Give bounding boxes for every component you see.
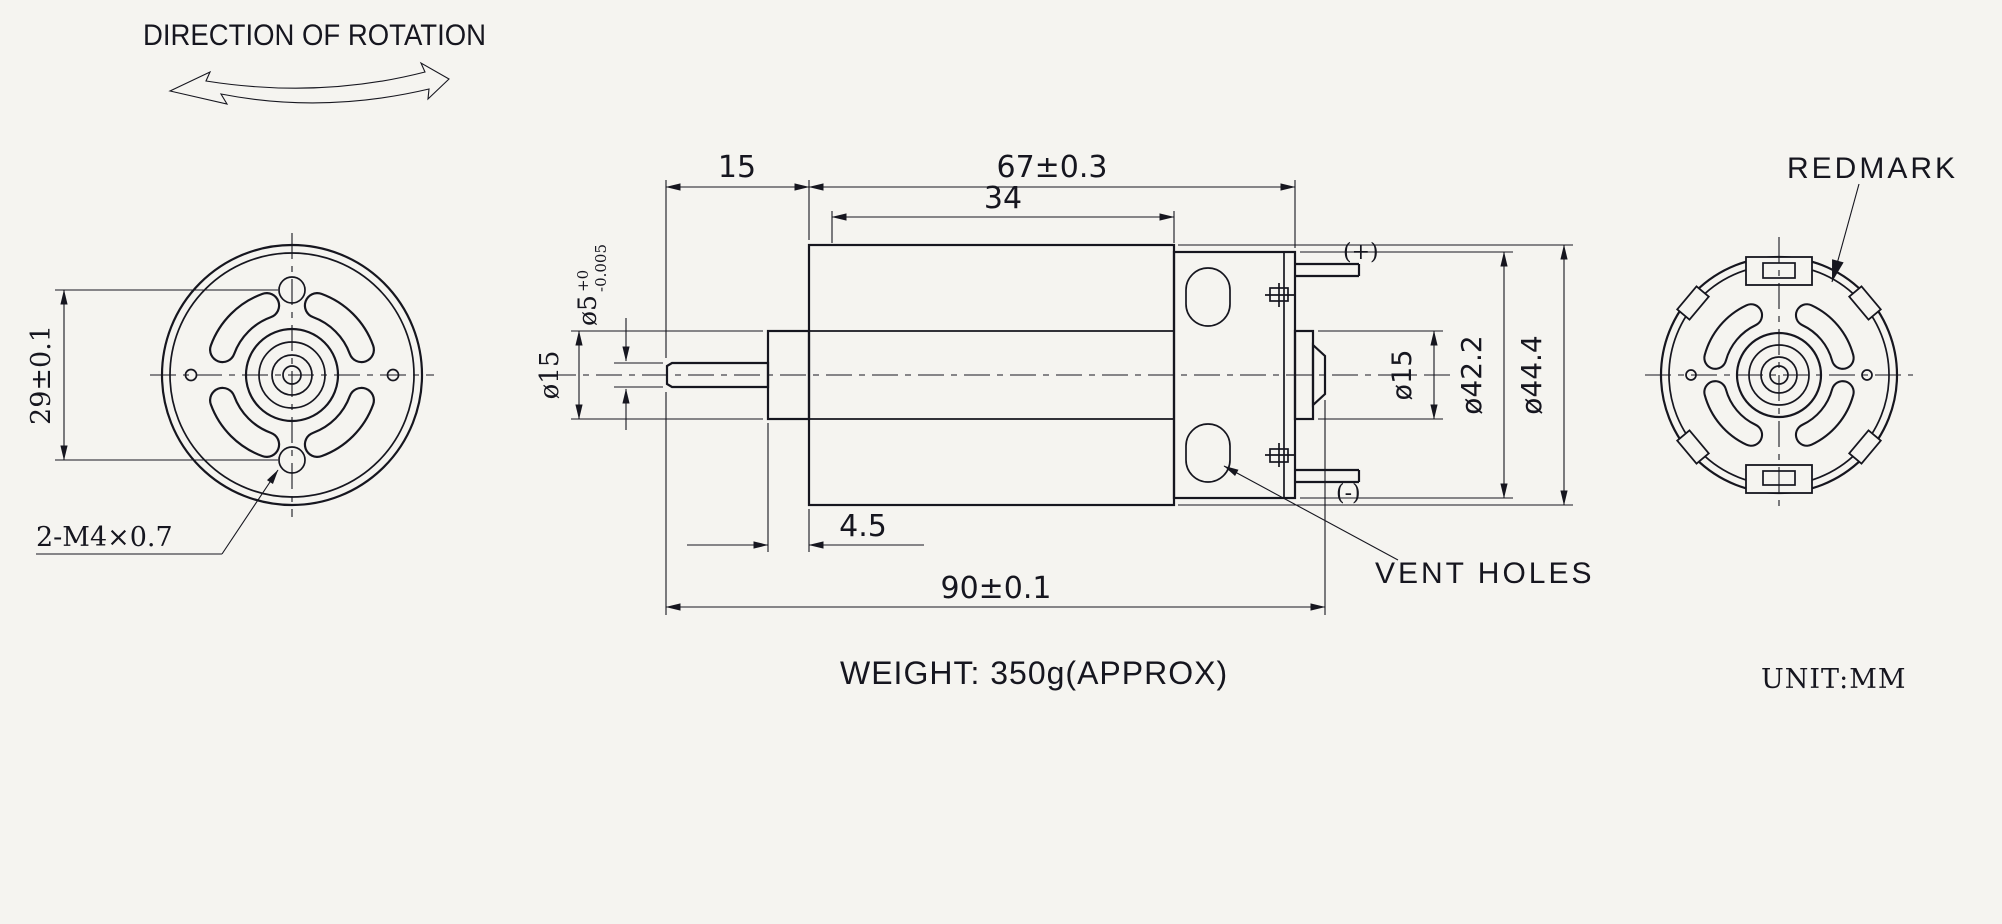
front-view [150, 233, 434, 517]
front-bearing-diameter-dimension: ø15 [535, 351, 565, 400]
vent-hole-top [1185, 267, 1231, 327]
vent-slot [211, 294, 278, 361]
callout-leader [221, 469, 279, 555]
rotation-title: DIRECTION OF ROTATION [143, 19, 486, 52]
terminal-positive [1295, 262, 1361, 278]
vent-slot [306, 389, 373, 456]
weight-note: WEIGHT: 350g(APPROX) [840, 655, 1228, 691]
callout-leader [1831, 183, 1860, 283]
vent-slot [306, 294, 373, 361]
rotation-arrow-icon [168, 61, 450, 105]
brush-assembly-bottom [1265, 443, 1295, 467]
shaft-diameter-tolerance-upper: +0 [574, 270, 592, 292]
callout-leader [1223, 465, 1399, 561]
unit-note: UNIT:MM [1761, 664, 1906, 695]
shaft-length-dimension: 15 [718, 150, 756, 185]
endcap-diameter-dimension: ø42.2 [1455, 335, 1488, 414]
vent-slot [1797, 305, 1853, 368]
vent-slot [211, 389, 278, 456]
front-view-dimensions: 29±0.1 2-M4×0.7 [26, 289, 279, 555]
crimp-tab [1847, 429, 1883, 465]
brush-assembly-top [1265, 283, 1295, 307]
body-length-dimension: 67±0.3 [996, 150, 1107, 185]
crimp-tab [1675, 285, 1711, 321]
redmark-callout: REDMARK [1787, 152, 1958, 283]
redmark-label: REDMARK [1787, 152, 1958, 185]
crimp-tab [1847, 285, 1883, 321]
shaft-diameter-callout: ø5 +0 -0.005 [573, 244, 610, 326]
rear-bearing-diameter-dimension: ø15 [1387, 350, 1418, 401]
boss-length-dimension: 4.5 [839, 509, 887, 544]
brush-block [1269, 287, 1289, 302]
shaft-diameter-dimension: ø5 [573, 295, 602, 326]
side-view-dimensions: 15 67±0.3 34 ø5 +0 -0.005 ø15 4.5 90±0.1 [535, 150, 1595, 615]
vent-slot [1797, 382, 1853, 445]
hole-spacing-dimension: 29±0.1 [26, 325, 57, 425]
total-length-dimension: 90±0.1 [940, 571, 1051, 606]
vent-holes-callout: VENT HOLES [1375, 557, 1595, 590]
vent-hole-bottom [1185, 423, 1231, 483]
vent-slot [1705, 305, 1761, 368]
rear-view [1645, 237, 1913, 513]
shaft-diameter-tolerance-lower: -0.005 [592, 244, 610, 292]
footer-notes: WEIGHT: 350g(APPROX) UNIT:MM [840, 655, 1906, 695]
terminal-negative [1295, 468, 1361, 484]
vent-slot [1705, 382, 1761, 445]
can-length-dimension: 34 [984, 181, 1022, 216]
rotation-direction: DIRECTION OF ROTATION [143, 19, 486, 105]
body-diameter-dimension: ø44.4 [1515, 335, 1548, 414]
brush-block [1269, 448, 1289, 463]
side-view: (+) (-) [550, 240, 1453, 507]
rear-bearing-tip [1311, 342, 1327, 408]
crimp-tab [1675, 429, 1711, 465]
terminal-negative-label: (-) [1336, 481, 1361, 506]
thread-callout: 2-M4×0.7 [36, 522, 173, 553]
